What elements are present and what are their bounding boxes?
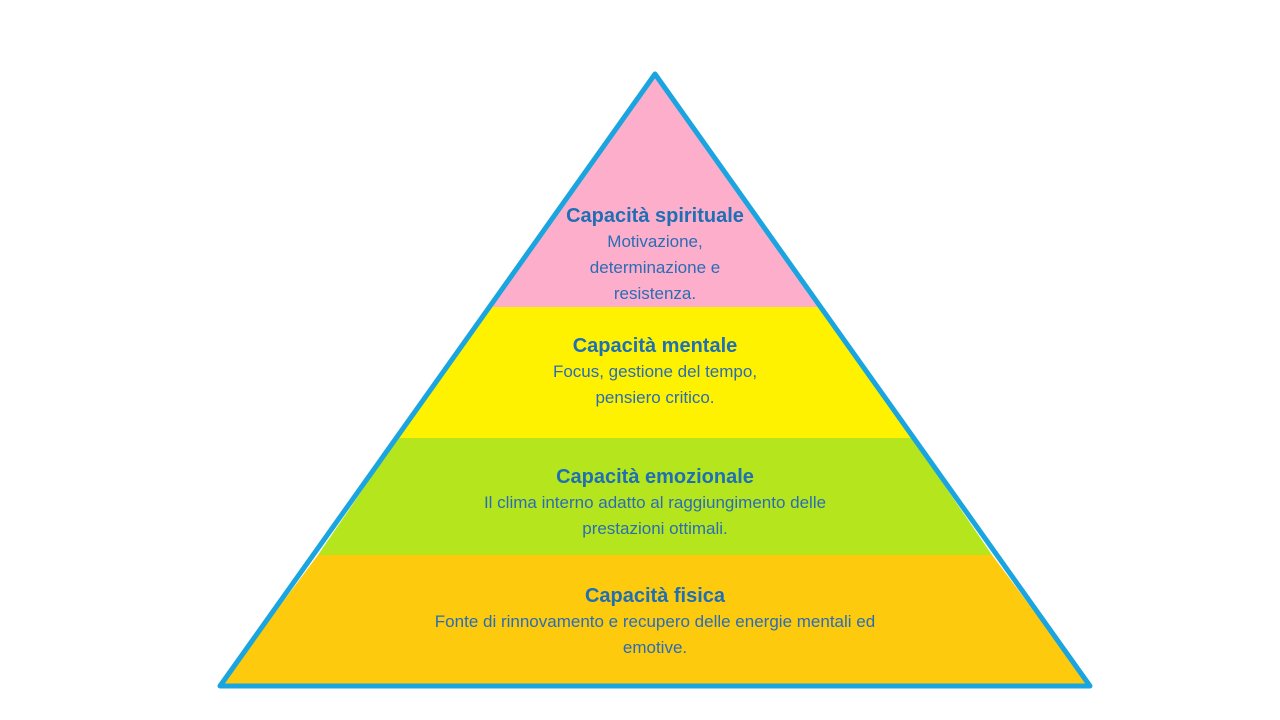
level-fisica: Capacità fisica Fonte di rinnovamento e …: [380, 583, 930, 661]
level-emozionale: Capacità emozionale Il clima interno ada…: [430, 464, 880, 542]
level-mentale-desc-2: pensiero critico.: [595, 388, 715, 407]
level-spirituale-desc-2: determinazione e: [589, 258, 721, 277]
level-mentale-desc-1: Focus, gestione del tempo,: [552, 362, 758, 381]
level-emozionale-title: Capacità emozionale: [556, 466, 754, 488]
level-spirituale: Capacità spirituale Motivazione, determi…: [520, 203, 790, 307]
level-spirituale-title: Capacità spirituale: [566, 205, 744, 227]
level-fisica-desc-2: emotive.: [622, 638, 688, 657]
level-emozionale-desc-2: prestazioni ottimali.: [582, 519, 728, 538]
band-fisica: [220, 555, 1090, 686]
level-mentale-title: Capacità mentale: [572, 335, 738, 357]
level-mentale: Capacità mentale Focus, gestione del tem…: [500, 333, 810, 411]
pyramid-outline: [217, 71, 1093, 689]
band-spirituale: [492, 74, 818, 307]
level-emozionale-desc-1: Il clima interno adatto al raggiungiment…: [483, 493, 827, 512]
band-emozionale: [318, 438, 992, 555]
band-mentale: [398, 307, 912, 438]
level-spirituale-desc-3: resistenza.: [613, 284, 697, 303]
level-fisica-desc-1: Fonte di rinnovamento e recupero delle e…: [434, 612, 876, 631]
level-fisica-title: Capacità fisica: [584, 585, 726, 607]
level-spirituale-desc-1: Motivazione,: [607, 232, 703, 251]
